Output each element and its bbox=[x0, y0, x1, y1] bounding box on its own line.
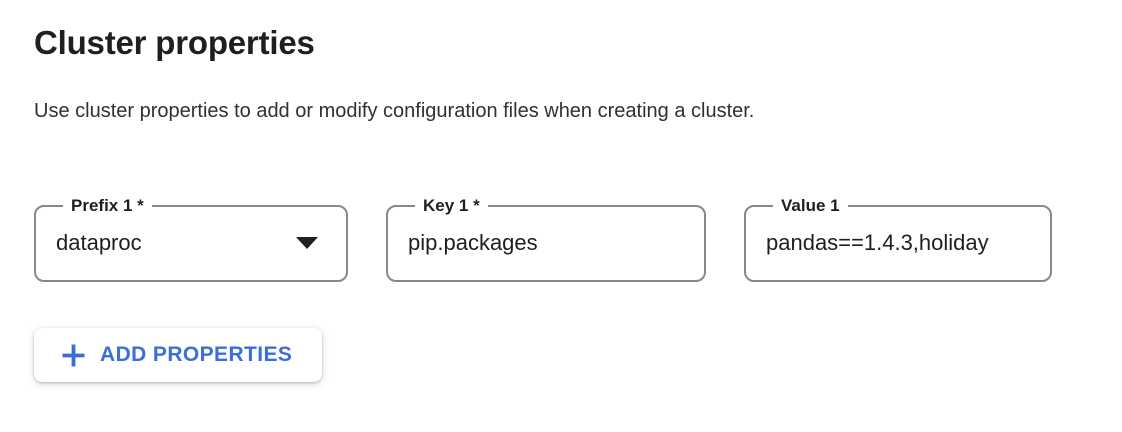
value-field-label: Value 1 bbox=[781, 196, 840, 215]
value-field-control bbox=[766, 218, 1036, 268]
key-field: Key 1 * bbox=[386, 196, 706, 282]
page-title: Cluster properties bbox=[34, 24, 315, 61]
add-properties-button[interactable]: ADD PROPERTIES bbox=[34, 328, 323, 382]
key-field-label: Key 1 * bbox=[423, 196, 480, 215]
key-input[interactable] bbox=[408, 230, 690, 256]
prefix-selected-value: dataproc bbox=[56, 230, 142, 255]
value-input[interactable] bbox=[766, 230, 1036, 256]
property-fields-row: Prefix 1 * dataproc Key 1 * Value 1 bbox=[34, 196, 1088, 282]
add-properties-label: ADD PROPERTIES bbox=[100, 343, 293, 366]
prefix-field-label: Prefix 1 * bbox=[71, 196, 144, 215]
key-field-control bbox=[408, 218, 690, 268]
section-description: Use cluster properties to add or modify … bbox=[34, 100, 755, 122]
value-field: Value 1 bbox=[744, 196, 1052, 282]
prefix-field: Prefix 1 * dataproc bbox=[34, 196, 348, 282]
plus-icon bbox=[60, 342, 87, 369]
cluster-properties-section: Cluster properties Use cluster propertie… bbox=[34, 24, 1088, 382]
prefix-select[interactable]: dataproc bbox=[56, 218, 332, 268]
arrow-drop-down-icon bbox=[296, 237, 318, 249]
